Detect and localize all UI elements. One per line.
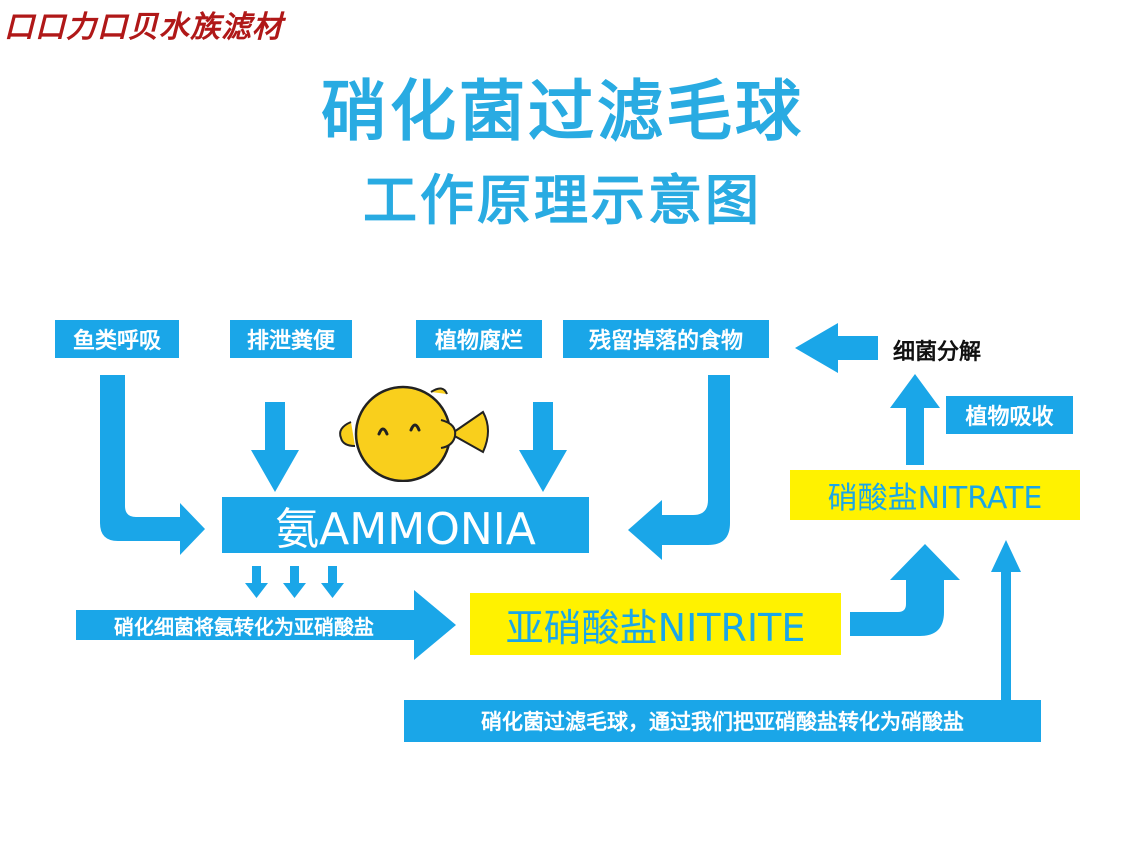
source-fish-respiration: 鱼类呼吸 <box>55 320 179 358</box>
source-leftover-food: 残留掉落的食物 <box>563 320 769 358</box>
nitrifying-step-label: 硝化细菌将氨转化为亚硝酸盐 <box>76 610 412 640</box>
arrow-icon <box>795 323 878 373</box>
source-plant-decay: 植物腐烂 <box>416 320 542 358</box>
bacteria-decompose-label: 细菌分解 <box>893 340 982 365</box>
arrow-icon <box>850 544 960 636</box>
arrow-icon <box>251 402 299 492</box>
diagram-subtitle: 工作原理示意图 <box>363 169 762 232</box>
arrow-icon <box>283 566 306 598</box>
arrow-icon <box>100 375 205 555</box>
diagram-title: 硝化菌过滤毛球 <box>321 73 804 150</box>
arrow-icon <box>245 566 268 598</box>
ammonia-box: 氨AMMONIA <box>222 497 589 555</box>
watermark: 口口力口贝水族滤材 <box>4 10 283 45</box>
arrow-icon <box>991 540 1021 700</box>
nitrate-box: 硝酸盐NITRATE <box>790 470 1080 520</box>
arrow-icon <box>628 375 730 560</box>
arrow-icon <box>519 402 567 492</box>
source-excretion: 排泄粪便 <box>230 320 352 358</box>
bottom-note-box: 硝化菌过滤毛球，通过我们把亚硝酸盐转化为硝酸盐 <box>404 700 1041 742</box>
arrow-icon <box>890 374 940 465</box>
plant-absorb-box: 植物吸收 <box>946 396 1073 434</box>
arrow-icon <box>321 566 344 598</box>
nitrite-box: 亚硝酸盐NITRITE <box>470 593 841 655</box>
fish-icon <box>339 385 489 482</box>
